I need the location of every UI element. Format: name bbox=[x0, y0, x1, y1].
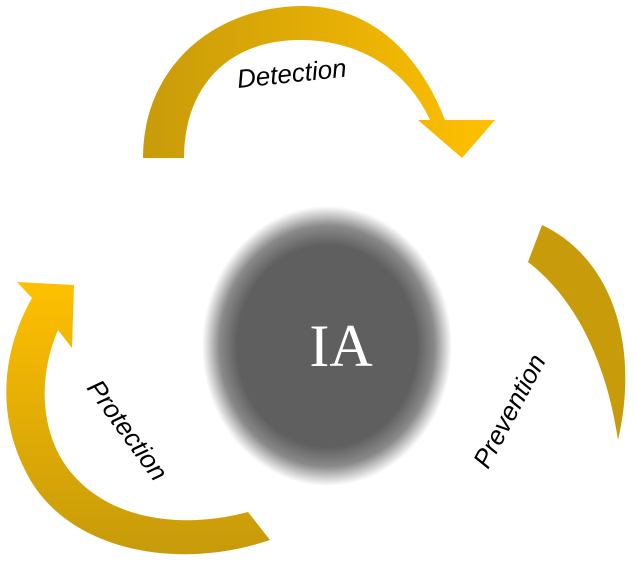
prevention-label: Prevention bbox=[467, 349, 552, 473]
detection-arrow bbox=[143, 5, 495, 158]
detection-label: Detection bbox=[235, 53, 347, 94]
prevention-arrow bbox=[528, 225, 626, 440]
protection-label: Protection bbox=[81, 374, 174, 486]
center-circle bbox=[202, 206, 452, 486]
protection-arrow bbox=[6, 282, 271, 555]
center-label: IA bbox=[309, 313, 372, 379]
